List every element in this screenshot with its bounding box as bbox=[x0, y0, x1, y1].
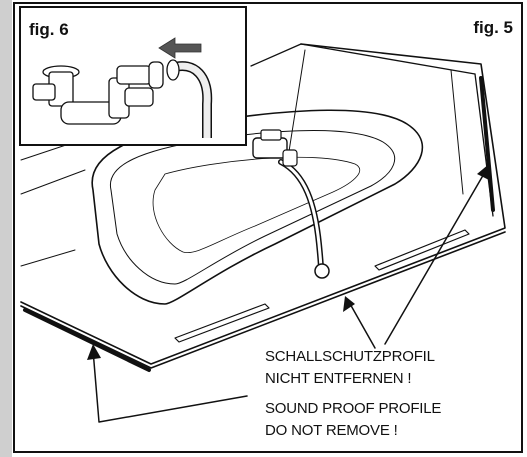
page-margin-strip bbox=[0, 0, 12, 457]
drain-side-pipe bbox=[32, 83, 56, 101]
wall-panel-top bbox=[250, 43, 476, 75]
elbow-cap bbox=[148, 61, 164, 89]
figure-frame: fig. 5 fig. 6 bbox=[13, 2, 523, 453]
drain-pipe-inner bbox=[279, 160, 323, 272]
direction-arrow bbox=[158, 37, 202, 59]
wall-panel-side bbox=[474, 73, 494, 217]
german-caption-line-1: SCHALLSCHUTZPROFIL bbox=[265, 348, 435, 365]
english-caption: SOUND PROOF PROFILE DO NOT REMOVE ! bbox=[265, 398, 441, 442]
deck-line-2 bbox=[20, 169, 86, 195]
figure-5-label: fig. 5 bbox=[473, 18, 513, 37]
arrowhead-front bbox=[343, 296, 355, 312]
tub-apron-front bbox=[23, 308, 151, 372]
drain-assembly-drawing bbox=[32, 37, 213, 138]
support-rail-1 bbox=[174, 303, 270, 343]
english-caption-line-2: DO NOT REMOVE ! bbox=[265, 422, 398, 439]
english-caption-line-1: SOUND PROOF PROFILE bbox=[265, 400, 442, 417]
tub-rim-front-edge bbox=[20, 231, 506, 369]
german-caption: SCHALLSCHUTZPROFIL NICHT ENTFERNEN ! bbox=[265, 346, 435, 390]
wall-panel-inner-2 bbox=[450, 69, 464, 195]
figure-6-label: fig. 6 bbox=[29, 20, 69, 39]
pointer-line-apron bbox=[92, 349, 248, 423]
drain-fitting-body bbox=[252, 137, 288, 159]
wall-panel-inner bbox=[286, 49, 306, 165]
arrowhead-right bbox=[477, 164, 489, 180]
german-caption-line-2: NICHT ENTFERNEN ! bbox=[265, 370, 412, 387]
inset-figure-6: fig. 6 bbox=[19, 6, 247, 146]
support-rail-2 bbox=[374, 229, 470, 271]
tub-apron-right bbox=[479, 76, 495, 212]
flex-hose-end bbox=[166, 59, 180, 81]
pointer-line-front bbox=[348, 301, 376, 349]
tub-rim-outline bbox=[20, 43, 506, 365]
drain-fitting-outlet bbox=[282, 149, 298, 167]
elbow-connector bbox=[116, 65, 152, 85]
deck-line-3 bbox=[20, 249, 76, 267]
trap-outlet bbox=[124, 87, 154, 107]
pointer-line-right bbox=[384, 171, 486, 345]
drain-cap bbox=[314, 263, 330, 279]
arrowhead-apron bbox=[87, 344, 101, 360]
tub-basin-floor bbox=[152, 156, 361, 254]
drain-fitting-top bbox=[260, 129, 282, 141]
